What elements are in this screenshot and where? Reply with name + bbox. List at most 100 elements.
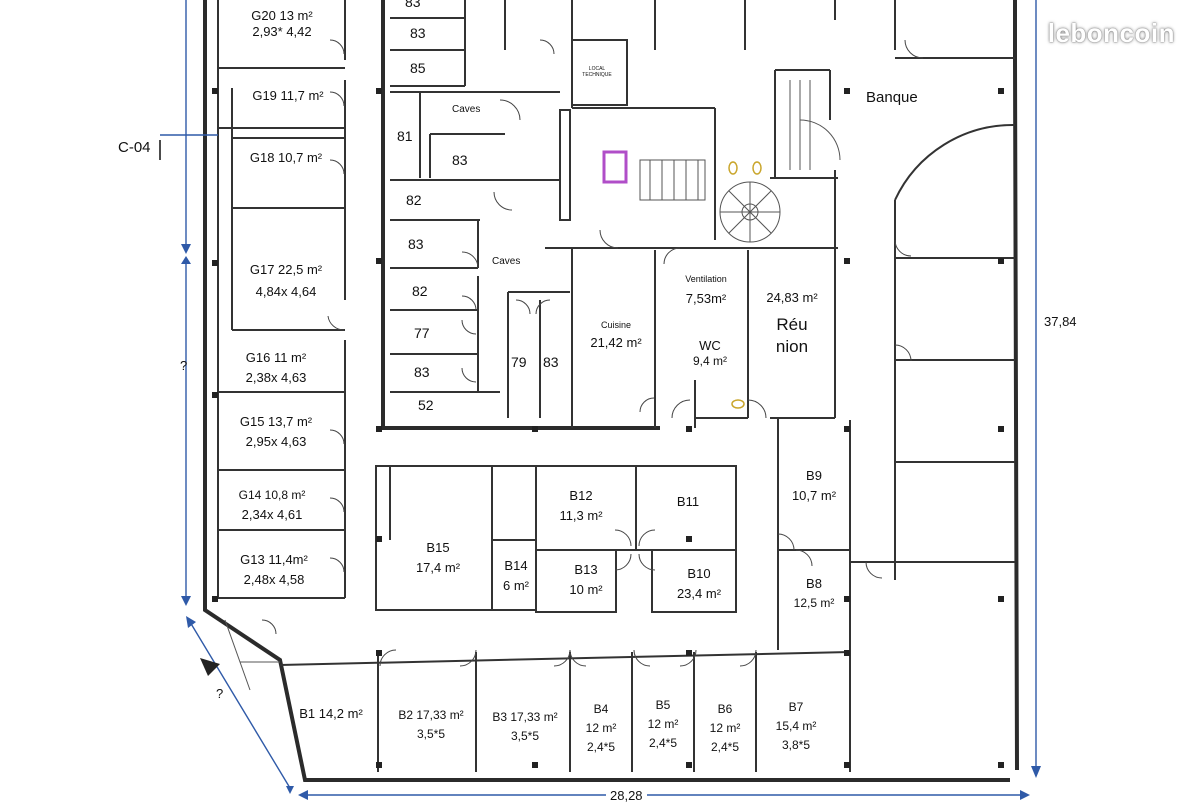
room-b14-area: 6 m² [503, 578, 529, 594]
room-b13-name: B13 [574, 562, 598, 577]
cellar-walls [381, 0, 841, 430]
room-g14: G14 10,8 m² 2,34x 4,61 [222, 488, 322, 523]
room-g15: G15 13,7 m² 2,95x 4,63 [226, 414, 326, 451]
room-b5-dims: 2,4*5 [648, 736, 678, 750]
room-b4-name: B4 [593, 702, 609, 716]
room-b13-area: 10 m² [569, 582, 603, 598]
room-b7: B7 15,4 m² 3,8*5 [764, 700, 828, 753]
room-g16-name: G16 11 m² [245, 350, 307, 365]
room-b6-area: 12 m² [709, 721, 741, 735]
room-b7-dims: 3,8*5 [781, 738, 811, 752]
room-b3-dims: 3,5*5 [510, 729, 540, 743]
room-b12: B12 11,3 m² [546, 488, 616, 525]
room-b14: B14 6 m² [494, 558, 538, 595]
cellar-83-e: 83 [414, 364, 430, 380]
room-b11: B11 [660, 494, 716, 510]
room-reunion-name-line2: nion [775, 336, 809, 356]
cellar-83-f: 83 [543, 354, 559, 370]
room-b15-name: B15 [426, 540, 450, 555]
room-b8-area: 12,5 m² [793, 596, 835, 611]
room-b2-name: B2 17,33 m² [398, 708, 464, 722]
room-b5: B5 12 m² 2,4*5 [638, 698, 688, 751]
room-b4-area: 12 m² [585, 721, 617, 735]
room-b9-name: B9 [806, 468, 822, 483]
room-b10: B10 23,4 m² [664, 566, 734, 603]
room-cuisine-name: Cuisine [600, 320, 631, 330]
room-reunion-name-line1: Réu [776, 315, 808, 335]
leboncoin-watermark: leboncoin [1047, 18, 1175, 48]
unknown-dimension-left: ? [180, 358, 188, 373]
structural-columns [212, 88, 1004, 768]
room-b9-area: 10,7 m² [791, 488, 837, 504]
room-b4: B4 12 m² 2,4*5 [576, 702, 626, 755]
room-b8-name: B8 [806, 576, 822, 591]
room-b6-name: B6 [717, 702, 733, 716]
room-b13: B13 10 m² [556, 562, 616, 599]
room-reunion-area: 24,83 m² [766, 290, 818, 305]
room-b7-area: 15,4 m² [775, 719, 817, 733]
room-b4-dims: 2,4*5 [586, 740, 616, 754]
right-wing-walls [834, 0, 1019, 771]
room-b10-name: B10 [687, 566, 711, 581]
room-g19-name: G19 11,7 m² [252, 88, 324, 103]
cellar-82-b: 82 [412, 283, 428, 299]
cellar-85: 85 [410, 60, 426, 76]
cellar-81: 81 [397, 128, 413, 144]
banque-label: Banque [866, 89, 918, 106]
room-g17-name: G17 22,5 m² [249, 262, 323, 277]
room-wc-name: WC [699, 338, 721, 353]
room-ventilation-name: Ventilation [685, 274, 727, 284]
cellar-83-a: 83 [405, 0, 421, 10]
room-b7-name: B7 [788, 700, 804, 714]
dimension-right-label: 37,84 [1044, 314, 1077, 329]
room-g15-name: G15 13,7 m² [239, 414, 313, 429]
room-b10-area: 23,4 m² [676, 586, 722, 602]
room-cuisine: Cuisine 21,42 m² [578, 320, 654, 352]
room-g17: G17 22,5 m² 4,84x 4,64 [236, 262, 336, 301]
cellar-83-b: 83 [410, 25, 426, 41]
local-technique-label: LOCAL TECHNIQUE [582, 66, 612, 79]
room-g13: G13 11,4m² 2,48x 4,58 [224, 552, 324, 589]
bottom-row-walls [279, 649, 851, 772]
room-g14-dims: 2,34x 4,61 [241, 507, 303, 522]
room-g15-dims: 2,95x 4,63 [245, 434, 307, 450]
room-b9: B9 10,7 m² [782, 468, 846, 505]
unknown-dimension-diagonal: ? [216, 686, 224, 701]
room-b15: B15 17,4 m² [398, 540, 478, 577]
room-g16: G16 11 m² 2,38x 4,63 [226, 350, 326, 387]
room-b1: B1 14,2 m² [286, 706, 376, 722]
room-cuisine-area: 21,42 m² [590, 335, 642, 351]
room-b11-name: B11 [676, 494, 700, 509]
left-wing-walls [203, 0, 1010, 782]
room-b12-name: B12 [569, 488, 593, 503]
room-ventilation: Ventilation 7,53m² [668, 274, 744, 308]
room-b1-name: B1 14,2 m² [299, 706, 363, 721]
room-reunion: 24,83 m² Réu nion [752, 290, 832, 357]
room-g20-name: G20 13 m² [251, 8, 313, 23]
b-block-walls [375, 418, 850, 650]
caves-label-top: Caves [452, 104, 481, 115]
section-c04-label: C-04 [118, 139, 151, 156]
room-ventilation-area: 7,53m² [685, 291, 727, 307]
room-g13-dims: 2,48x 4,58 [243, 572, 305, 588]
cellar-83-c: 83 [452, 152, 468, 168]
dimension-bottom-label: 28,28 [606, 788, 647, 804]
room-b3: B3 17,33 m² 3,5*5 [478, 710, 572, 744]
cellar-77: 77 [414, 325, 430, 341]
room-g18-name: G18 10,7 m² [249, 150, 323, 165]
room-g20: G20 13 m² 2,93* 4,42 [232, 8, 332, 41]
cellar-83-d: 83 [408, 236, 424, 252]
room-b5-area: 12 m² [647, 717, 679, 731]
room-g14-name: G14 10,8 m² [238, 488, 306, 502]
room-g20-dims: 2,93* 4,42 [252, 24, 312, 40]
room-g19: G19 11,7 m² [238, 88, 338, 104]
room-wc: WC 9,4 m² [680, 338, 740, 369]
room-b2-dims: 3,5*5 [416, 727, 446, 741]
room-b8: B8 12,5 m² [782, 576, 846, 611]
room-b14-name: B14 [504, 558, 528, 573]
room-g18: G18 10,7 m² [236, 150, 336, 166]
cellar-82-a: 82 [406, 192, 422, 208]
room-b2: B2 17,33 m² 3,5*5 [384, 708, 478, 742]
room-b3-name: B3 17,33 m² [492, 710, 558, 724]
